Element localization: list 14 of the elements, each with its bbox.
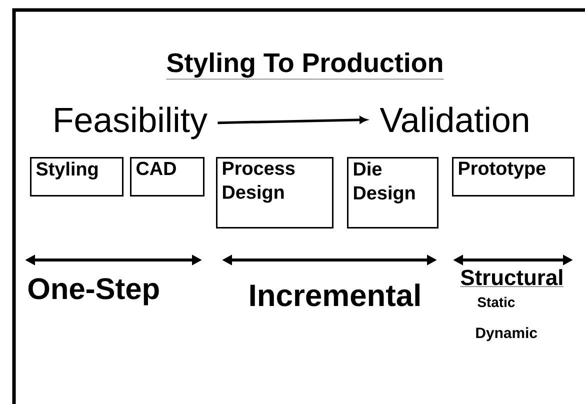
- method-label: Incremental: [250, 284, 420, 306]
- process-box: CAD: [130, 157, 204, 196]
- sub-label: Static: [478, 296, 515, 308]
- title: Styling To Production: [166, 52, 444, 80]
- process-box: Process Design: [216, 157, 334, 228]
- process-box: Die Design: [347, 157, 438, 228]
- sub-label: Dynamic: [476, 327, 538, 342]
- arrow: [218, 116, 368, 124]
- method-label: One-Step: [28, 278, 159, 306]
- stage-label: Validation: [380, 106, 528, 132]
- stage-label: Feasibility: [55, 106, 208, 140]
- process-box: Prototype: [452, 157, 574, 196]
- category-label: Structural: [460, 269, 564, 287]
- process-box: Styling: [30, 157, 124, 196]
